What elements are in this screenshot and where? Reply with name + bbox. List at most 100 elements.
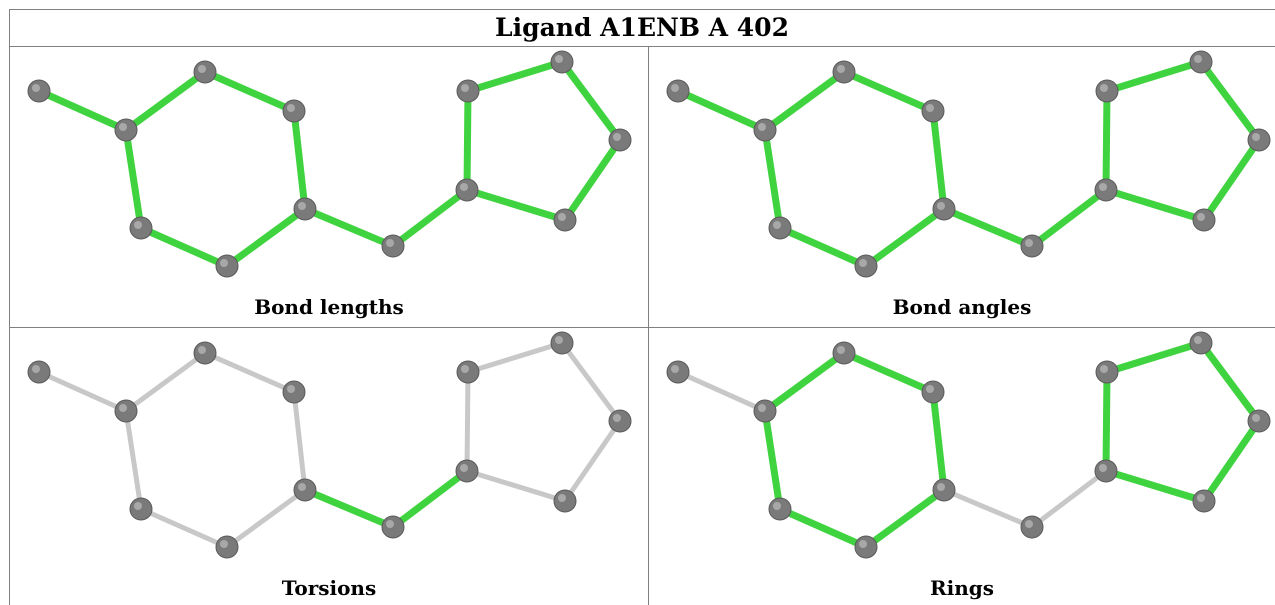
atom xyxy=(553,208,577,232)
atom xyxy=(753,399,777,423)
atom xyxy=(1247,128,1271,152)
bond xyxy=(1197,339,1263,425)
panel-caption: Bond lengths xyxy=(254,295,404,319)
panel-rings: Rings xyxy=(649,328,1275,605)
atom xyxy=(1192,208,1216,232)
atom-highlight xyxy=(1099,464,1107,472)
panel-caption: Torsions xyxy=(281,576,377,600)
atom-highlight xyxy=(386,520,394,528)
bond xyxy=(1028,186,1110,250)
atom-highlight xyxy=(198,346,206,354)
atom-highlight xyxy=(1194,55,1202,63)
bond xyxy=(761,126,784,232)
atom xyxy=(282,99,306,123)
atom xyxy=(1247,409,1271,433)
atom-highlight xyxy=(758,404,766,412)
atom xyxy=(1189,50,1213,74)
atom-highlight xyxy=(758,123,766,131)
atom-highlight xyxy=(460,464,468,472)
molecule-structure xyxy=(27,331,632,559)
atom xyxy=(768,497,792,521)
atom-highlight xyxy=(1252,133,1260,141)
bond xyxy=(761,407,784,513)
bond xyxy=(862,486,948,551)
panel-bond-lengths: Bond lengths xyxy=(10,47,648,327)
middle-divider xyxy=(9,327,1275,328)
top-border xyxy=(9,9,1275,10)
bond xyxy=(465,340,565,375)
atom-highlight xyxy=(671,84,679,92)
atom-highlight xyxy=(937,483,945,491)
bond xyxy=(929,107,948,213)
atom-highlight xyxy=(1197,213,1205,221)
bond xyxy=(201,68,298,115)
atom xyxy=(550,331,574,355)
bond xyxy=(940,205,1036,250)
bond xyxy=(138,506,230,550)
panel-torsions: Torsions xyxy=(10,328,648,605)
atom-highlight xyxy=(773,221,781,229)
atom-highlight xyxy=(119,404,127,412)
atom xyxy=(768,216,792,240)
atom-highlight xyxy=(220,540,228,548)
atom-highlight xyxy=(558,494,566,502)
atom xyxy=(456,360,480,384)
atom xyxy=(293,478,317,502)
atom-highlight xyxy=(134,502,142,510)
left-border xyxy=(9,9,10,605)
atom-highlight xyxy=(926,385,934,393)
atom xyxy=(193,341,217,365)
atom-highlight xyxy=(461,365,469,373)
atom xyxy=(932,478,956,502)
atom-highlight xyxy=(287,385,295,393)
atom xyxy=(666,360,690,384)
atom xyxy=(921,380,945,404)
bond xyxy=(35,87,130,134)
atom xyxy=(193,60,217,84)
atom-highlight xyxy=(1252,414,1260,422)
atom-highlight xyxy=(1099,183,1107,191)
bond xyxy=(1197,58,1263,144)
atom-highlight xyxy=(287,104,295,112)
bond xyxy=(1103,58,1205,95)
atom xyxy=(666,79,690,103)
bond xyxy=(389,186,471,250)
atom-highlight xyxy=(198,65,206,73)
molecule-structure xyxy=(666,50,1271,278)
atom xyxy=(832,341,856,365)
atom xyxy=(1189,331,1213,355)
bond xyxy=(1102,186,1208,224)
atom-highlight xyxy=(1197,494,1205,502)
bond xyxy=(1029,468,1109,530)
atom-highlight xyxy=(119,123,127,131)
atom xyxy=(608,409,632,433)
bond xyxy=(561,136,624,224)
atom xyxy=(114,399,138,423)
molecule-structure xyxy=(666,331,1271,559)
molecule-structure xyxy=(27,50,632,278)
bond xyxy=(1102,87,1111,194)
bond xyxy=(1200,136,1263,224)
bond xyxy=(840,68,937,115)
atom-highlight xyxy=(937,202,945,210)
atom xyxy=(282,380,306,404)
bond xyxy=(291,389,308,493)
title-divider xyxy=(9,46,1275,47)
atom-highlight xyxy=(32,365,40,373)
bond xyxy=(301,486,397,531)
bond xyxy=(223,205,309,270)
atom xyxy=(114,118,138,142)
bond xyxy=(562,418,623,504)
atom-highlight xyxy=(298,202,306,210)
atom-highlight xyxy=(386,239,394,247)
atom-highlight xyxy=(837,65,845,73)
atom-highlight xyxy=(859,259,867,267)
bond xyxy=(1200,417,1263,505)
atom xyxy=(1094,178,1118,202)
atom-highlight xyxy=(1025,239,1033,247)
bond xyxy=(301,205,397,250)
atom xyxy=(608,128,632,152)
atom-highlight xyxy=(1194,336,1202,344)
atom-highlight xyxy=(1100,365,1108,373)
